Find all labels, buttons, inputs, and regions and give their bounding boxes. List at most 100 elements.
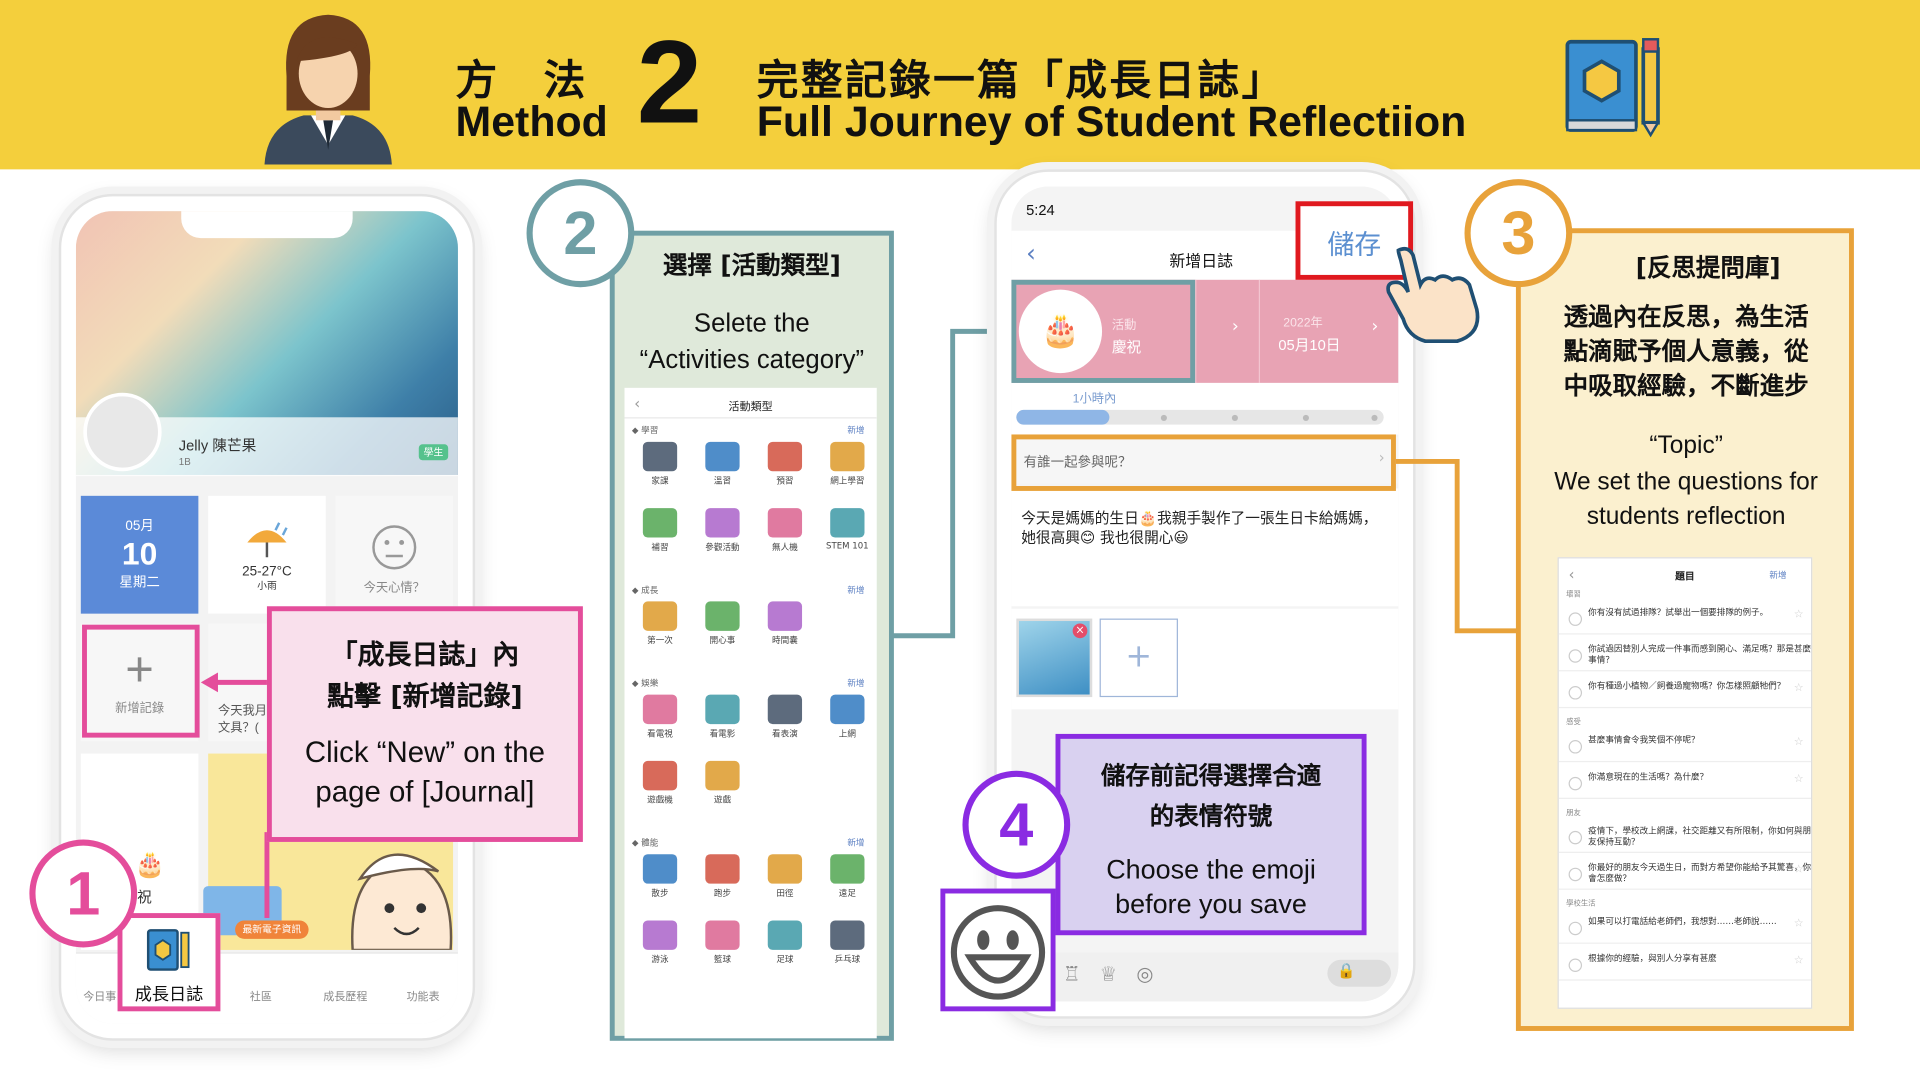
weather-card: 25-27°C 小雨	[208, 495, 326, 614]
step3-connector	[1395, 459, 1519, 634]
section-new-button[interactable]: 新增	[847, 425, 865, 436]
new-record-card[interactable]: + 新增記錄	[80, 623, 199, 742]
status-time: 5:24	[1026, 201, 1055, 219]
activity-item[interactable]: 上網	[817, 694, 877, 754]
question-row[interactable]: 如果可以打電話給老師們，我想對……老師說……	[1558, 912, 1812, 944]
activity-icon	[767, 441, 803, 472]
activity-item[interactable]: 遊戲機	[629, 760, 690, 820]
duration-slider-fill	[1016, 409, 1110, 425]
journal-textarea[interactable]: 今天是媽媽的生日🎂我親手製作了一張生日卡給媽媽，她很高興😊 我也很開心😃	[1021, 509, 1378, 547]
step1-callout-cjk-2: 點擊 [新增記錄]	[327, 682, 523, 714]
header-title-en: Full Journey of Student Reflectiion	[756, 98, 1467, 147]
student-avatar-icon	[264, 14, 392, 165]
activity-item[interactable]: 看表演	[754, 694, 815, 754]
activity-item[interactable]: 第一次	[629, 601, 690, 660]
activity-item[interactable]: 看電影	[692, 694, 753, 754]
chevron-right-icon: ›	[1378, 449, 1385, 467]
nav-portfolio[interactable]: 成長歷程	[323, 990, 368, 1003]
section-new-button[interactable]: 新增	[847, 678, 865, 689]
date-card[interactable]: 05月 10 星期二	[80, 495, 199, 614]
entry-text-1: 今天我月	[217, 704, 267, 718]
trophy-icon[interactable]: ♕	[1099, 962, 1118, 986]
header-title-cjk: 完整記錄一篇「成長日誌」	[756, 56, 1286, 106]
activity-icon	[767, 694, 803, 725]
activity-item[interactable]: 籃球	[692, 920, 753, 979]
nav-community[interactable]: 社區	[249, 990, 272, 1003]
activity-item[interactable]: 乒乓球	[817, 920, 877, 979]
activity-item-label: 田徑	[776, 888, 794, 899]
method-number: 2	[636, 17, 703, 149]
ball-icon[interactable]: ◎	[1136, 962, 1154, 986]
activity-screen-title: 活動類型	[728, 401, 773, 414]
activity-item-label: 溫習	[713, 476, 732, 487]
activity-item[interactable]: 足球	[754, 920, 815, 979]
step1-callout-cjk-1: 「成長日誌」內	[330, 640, 520, 672]
activity-item[interactable]: 參觀活動	[692, 508, 753, 567]
remove-photo-icon[interactable]: ×	[1072, 623, 1088, 639]
question-row[interactable]: 你滿意現在的生活嗎？為什麼？	[1558, 767, 1812, 799]
step2-title-cjk: 選擇 [活動類型]	[662, 250, 841, 280]
activity-icon	[830, 920, 865, 950]
activity-item[interactable]: 網上學習	[817, 441, 877, 501]
activity-item[interactable]: 預習	[754, 441, 815, 501]
section-label: ◆ 學習	[631, 425, 659, 436]
participants-highlight[interactable]	[1011, 434, 1396, 491]
activity-item[interactable]: 散步	[629, 854, 690, 913]
activity-icon	[705, 760, 740, 791]
duration-label: 1小時內	[1072, 392, 1117, 407]
activity-item[interactable]: 遊戲	[692, 760, 753, 820]
activity-item[interactable]: 遠足	[817, 854, 877, 913]
mood-card[interactable]: 今天心情？	[335, 495, 454, 614]
activity-highlight[interactable]: 🎂 活動 慶祝	[1011, 279, 1196, 383]
nav-today[interactable]: 今日事	[83, 990, 117, 1003]
activity-item[interactable]: 游泳	[629, 920, 690, 979]
activity-item-label: 乒乓球	[834, 954, 861, 965]
step2-badge: 2	[526, 179, 635, 288]
back-chevron-icon[interactable]: ‹	[1568, 565, 1575, 583]
step3-title-cjk: [反思提問庫]	[1635, 252, 1781, 283]
activity-icon	[830, 694, 865, 725]
activity-item-label: 籃球	[713, 954, 732, 965]
cake-icon: 🎂	[1040, 311, 1081, 349]
activity-item[interactable]: 無人機	[754, 508, 815, 567]
step4-badge: 4	[962, 770, 1071, 879]
activity-item[interactable]: 時間囊	[754, 601, 815, 660]
back-chevron-icon[interactable]: ‹	[634, 395, 641, 413]
step4-callout-en-2: before you save	[1115, 888, 1307, 920]
question-row[interactable]: 你最好的朋友今天過生日，而對方希望你能給予其驚喜，你會怎麼做？	[1558, 858, 1812, 890]
nav-journal-highlight[interactable]: 成長日誌	[117, 913, 221, 1012]
date-value[interactable]: 05月10日	[1278, 336, 1341, 354]
save-button[interactable]: 儲存	[1295, 201, 1414, 280]
hand-pointer-icon	[1386, 246, 1480, 344]
activity-item[interactable]: 家課	[629, 441, 690, 501]
activity-item[interactable]: 看電視	[629, 694, 690, 754]
activity-item[interactable]: 補習	[629, 508, 690, 567]
activity-item[interactable]: 跑步	[692, 854, 753, 913]
medal-icon[interactable]: ♖	[1062, 962, 1081, 986]
section-new-button[interactable]: 新增	[847, 585, 865, 596]
method-label-cjk: 方 法	[455, 56, 588, 106]
back-chevron-icon[interactable]: ‹	[1026, 238, 1036, 268]
add-photo-button[interactable]: +	[1099, 618, 1178, 698]
activity-item[interactable]: 田徑	[754, 854, 815, 913]
nav-menu[interactable]: 功能表	[406, 990, 440, 1003]
activity-item[interactable]: 開心事	[692, 601, 753, 660]
question-row[interactable]: 疫情下，學校改上網課，社交距離又有所限制，你如何與朋友保持互動？	[1558, 821, 1812, 853]
question-row[interactable]: 你試過因替別人完成一件事而感到開心、滿足嗎？那是甚麼事情？	[1558, 639, 1812, 672]
question-row[interactable]: 甚麼事情會令我笑個不停呢？	[1558, 730, 1812, 763]
question-row[interactable]: 你有種過小植物／飼養過寵物嗎？你怎樣照顧牠們？	[1558, 676, 1812, 709]
step2-connector	[891, 328, 1017, 639]
profile-class: 1B	[178, 456, 191, 468]
question-row[interactable]: 根據你的經驗，與別人分享有甚麼	[1558, 949, 1812, 981]
activity-item[interactable]: 溫習	[692, 441, 753, 501]
profile-avatar[interactable]	[83, 392, 162, 472]
participants-field[interactable]: 有誰一起參與呢？	[1023, 455, 1132, 471]
umbrella-rain-icon	[247, 522, 288, 558]
date-year: 2022年	[1283, 316, 1323, 331]
section-new-button[interactable]: 新增	[847, 838, 865, 849]
activity-item[interactable]: STEM 101	[817, 508, 877, 567]
question-row[interactable]: 你有沒有試過排隊？試舉出一個要排隊的例子。	[1558, 603, 1812, 635]
emoji-button[interactable]	[940, 888, 1056, 1012]
topic-new-button[interactable]: 新增	[1769, 570, 1787, 581]
privacy-toggle[interactable]	[1327, 959, 1392, 987]
